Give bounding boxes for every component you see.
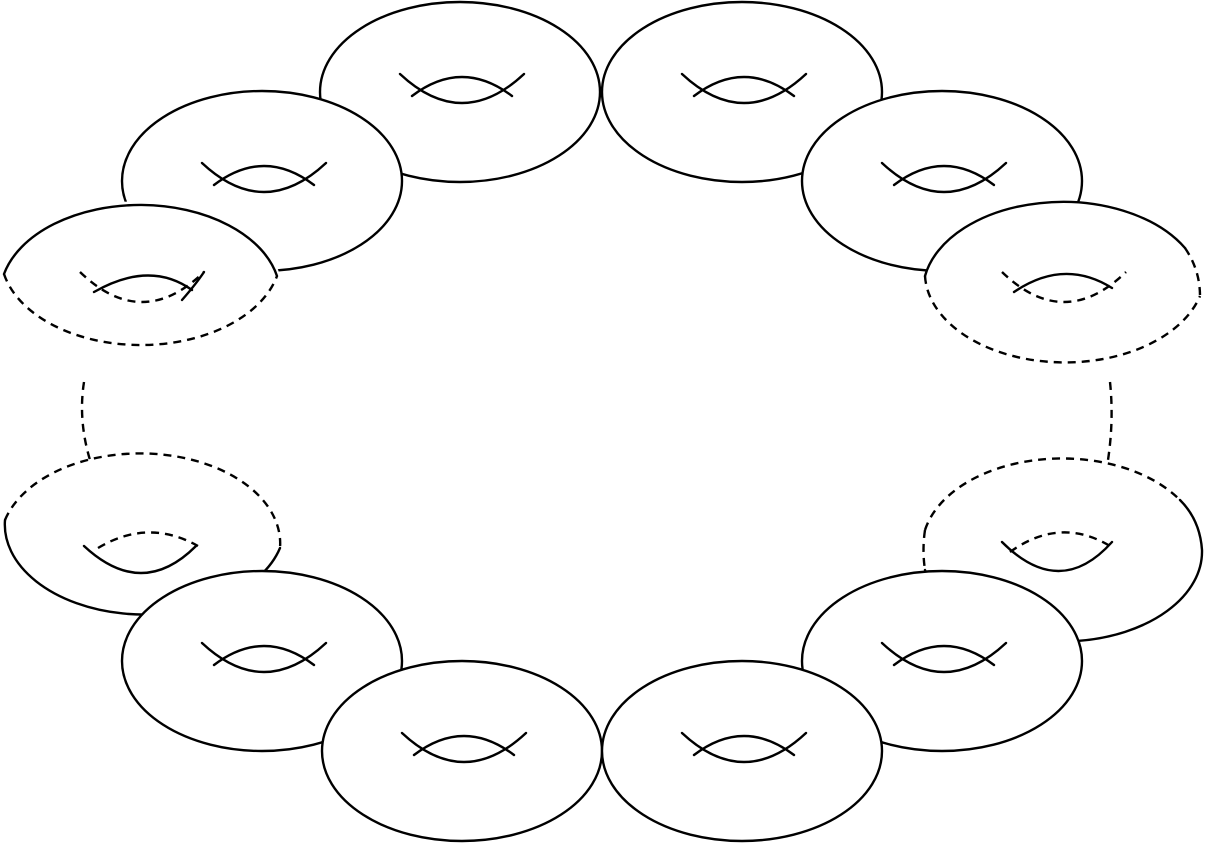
torus-handle-top-left <box>318 0 602 184</box>
torus-handle-left-middle-upper <box>2 201 282 381</box>
torus-handle-top-right <box>600 0 884 184</box>
torus-handle-lower-right <box>800 569 1084 753</box>
right-connector-dashed <box>1106 381 1113 461</box>
torus-handle-right-middle-upper <box>922 200 1202 381</box>
torus-handle-bottom-left <box>320 659 604 843</box>
torus-handle-lower-left <box>120 569 404 753</box>
left-connector-dashed <box>80 381 92 461</box>
torus-handle-bottom-right <box>600 659 884 843</box>
